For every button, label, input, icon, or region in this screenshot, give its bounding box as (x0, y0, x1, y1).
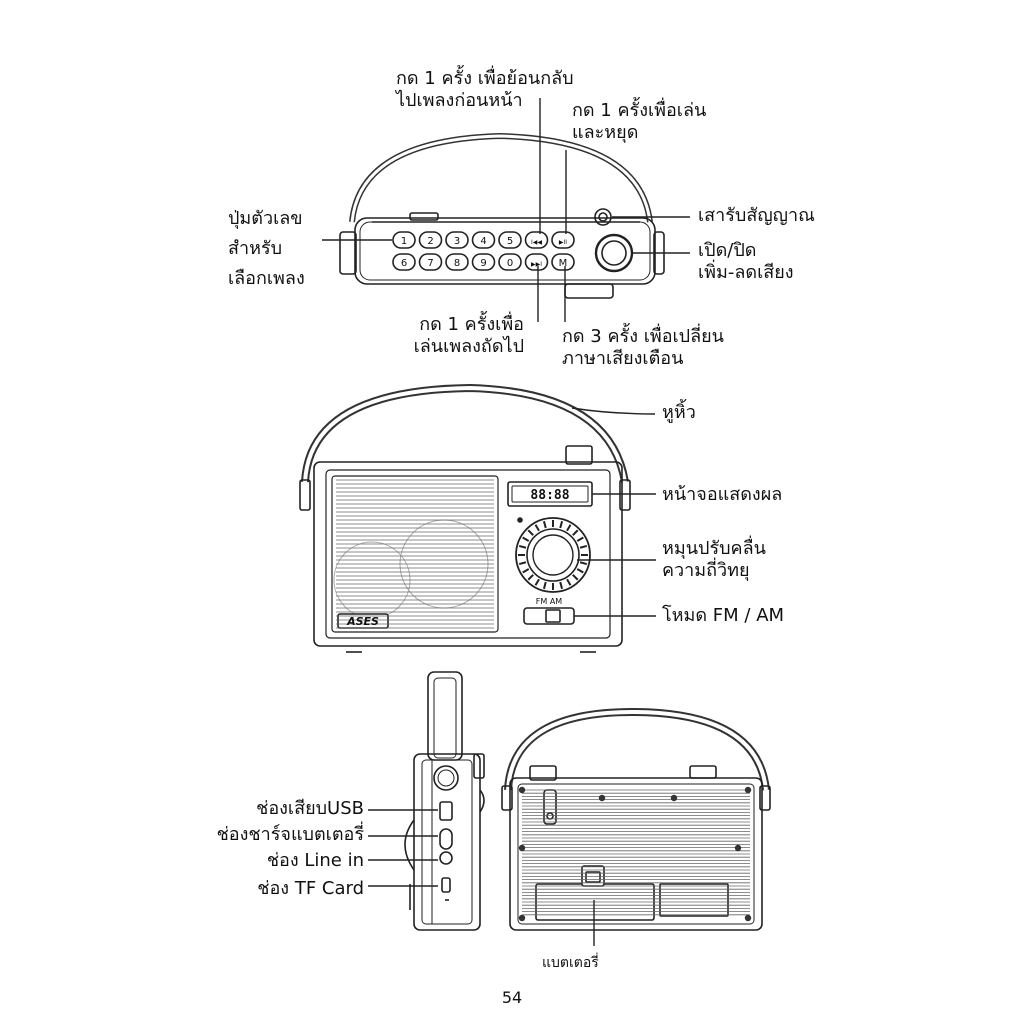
play-pause-label-line1: กด 1 ครั้งเพื่อเล่น (572, 100, 707, 121)
top-button-label: ▶II (559, 239, 567, 246)
usb-port-label: ช่องเสียบUSB (256, 798, 364, 819)
prev-track-label-line2: ไปเพลงก่อนหน้า (396, 90, 523, 111)
switch-markings: FM AM (536, 597, 563, 606)
top-button-label: 8 (454, 258, 460, 269)
play-pause-label: กด 1 ครั้งเพื่อเล่น และหยุด (572, 100, 706, 144)
tf-card-label: ช่อง TF Card (257, 878, 364, 899)
mode-label: โหมด FM / AM (662, 605, 785, 626)
top-button-1-6[interactable]: ▶II (551, 231, 575, 249)
language-label-line2: ภาษาเสียงเตือน (562, 348, 684, 369)
top-button-label: 4 (480, 236, 486, 247)
line-in-label: ช่อง Line in (266, 850, 364, 871)
top-button-label: ▶▶I (531, 261, 542, 268)
tuner-label-line2: ความถี่วิทยุ (662, 560, 750, 581)
top-button-1-0[interactable]: 1 (392, 231, 416, 249)
top-button-2-1[interactable]: 7 (418, 253, 443, 271)
top-button-label: 9 (480, 258, 486, 269)
front-view-leaders (571, 407, 656, 617)
front-view-radio (299, 383, 631, 653)
top-button-label: 0 (507, 258, 513, 269)
handle-label: หูหิ้ว (662, 402, 696, 423)
power-volume-label-line2: เพิ่ม-ลดเสียง (698, 262, 794, 283)
top-button-2-4[interactable]: 0 (498, 253, 522, 271)
top-button-1-3[interactable]: 4 (471, 231, 496, 249)
next-track-label-line2: เล่นเพลงถัดไป (413, 336, 524, 357)
number-buttons-label-line2: สำหรับ (228, 238, 283, 259)
number-buttons-label-line1: ปุ่มตัวเลข (228, 208, 303, 229)
top-button-1-1[interactable]: 2 (418, 231, 443, 249)
top-button-label: I◀◀ (531, 239, 542, 246)
battery-label: แบตเตอรี่ (542, 955, 599, 971)
language-label: กด 3 ครั้ง เพื่อเปลี่ยน ภาษาเสียงเตือน (562, 326, 724, 370)
top-button-label: 1 (401, 236, 407, 247)
prev-track-label: กด 1 ครั้ง เพื่อย้อนกลับ ไปเพลงก่อนหน้า (396, 68, 574, 112)
front-view-dial-ticks (518, 520, 588, 590)
power-volume-label: เปิด/ปิด เพิ่ม-ลดเสียง (698, 240, 794, 284)
back-view-grille (522, 789, 750, 916)
top-button-label: 3 (454, 236, 460, 247)
brand-logo: ASES (346, 615, 379, 628)
back-view-radio (501, 707, 771, 931)
top-button-2-5[interactable]: ▶▶I (524, 253, 549, 271)
power-volume-label-line1: เปิด/ปิด (698, 240, 757, 261)
top-button-2-3[interactable]: 9 (471, 253, 496, 271)
top-view-leaders (322, 98, 690, 322)
side-view-radio (404, 671, 485, 931)
top-button-1-5[interactable]: I◀◀ (524, 231, 549, 249)
number-buttons-label: ปุ่มตัวเลข สำหรับ เลือกเพลง (228, 204, 305, 294)
next-track-label-line1: กด 1 ครั้งเพื่อ (419, 314, 524, 335)
tuner-label: หมุนปรับคลื่น ความถี่วิทยุ (662, 538, 766, 582)
top-button-1-4[interactable]: 5 (498, 231, 522, 249)
top-button-label: 7 (427, 258, 433, 269)
play-pause-label-line2: และหยุด (572, 122, 639, 143)
top-button-label: M (559, 258, 568, 269)
top-button-1-2[interactable]: 3 (445, 231, 469, 249)
display-digits: 88:88 (530, 488, 569, 503)
top-button-label: 2 (427, 236, 433, 247)
top-button-2-2[interactable]: 8 (445, 253, 469, 271)
antenna-label: เสารับสัญญาณ (698, 205, 815, 226)
top-view-radio (339, 132, 665, 299)
front-view-grille (336, 479, 494, 629)
language-label-line1: กด 3 ครั้ง เพื่อเปลี่ยน (562, 326, 724, 347)
top-button-label: 5 (507, 236, 513, 247)
next-track-label: กด 1 ครั้งเพื่อ เล่นเพลงถัดไป (386, 314, 524, 358)
side-view-leaders (368, 809, 438, 887)
top-view-buttons: 1 2 3 4 5 I◀◀ ▶II 6 7 8 9 0 ▶▶I M (392, 231, 575, 271)
prev-track-label-line1: กด 1 ครั้ง เพื่อย้อนกลับ (396, 68, 574, 89)
top-button-2-0[interactable]: 6 (392, 253, 416, 271)
back-view-screws (518, 786, 752, 922)
top-button-label: 6 (401, 258, 407, 269)
number-buttons-label-line3: เลือกเพลง (228, 268, 305, 289)
top-button-2-6[interactable]: M (551, 253, 575, 271)
tuner-label-line1: หมุนปรับคลื่น (662, 538, 766, 559)
display-label: หน้าจอแสดงผล (662, 484, 783, 505)
charge-port-label: ช่องชาร์จแบตเตอรี่ (216, 824, 364, 845)
page-number: 54 (501, 988, 523, 1007)
